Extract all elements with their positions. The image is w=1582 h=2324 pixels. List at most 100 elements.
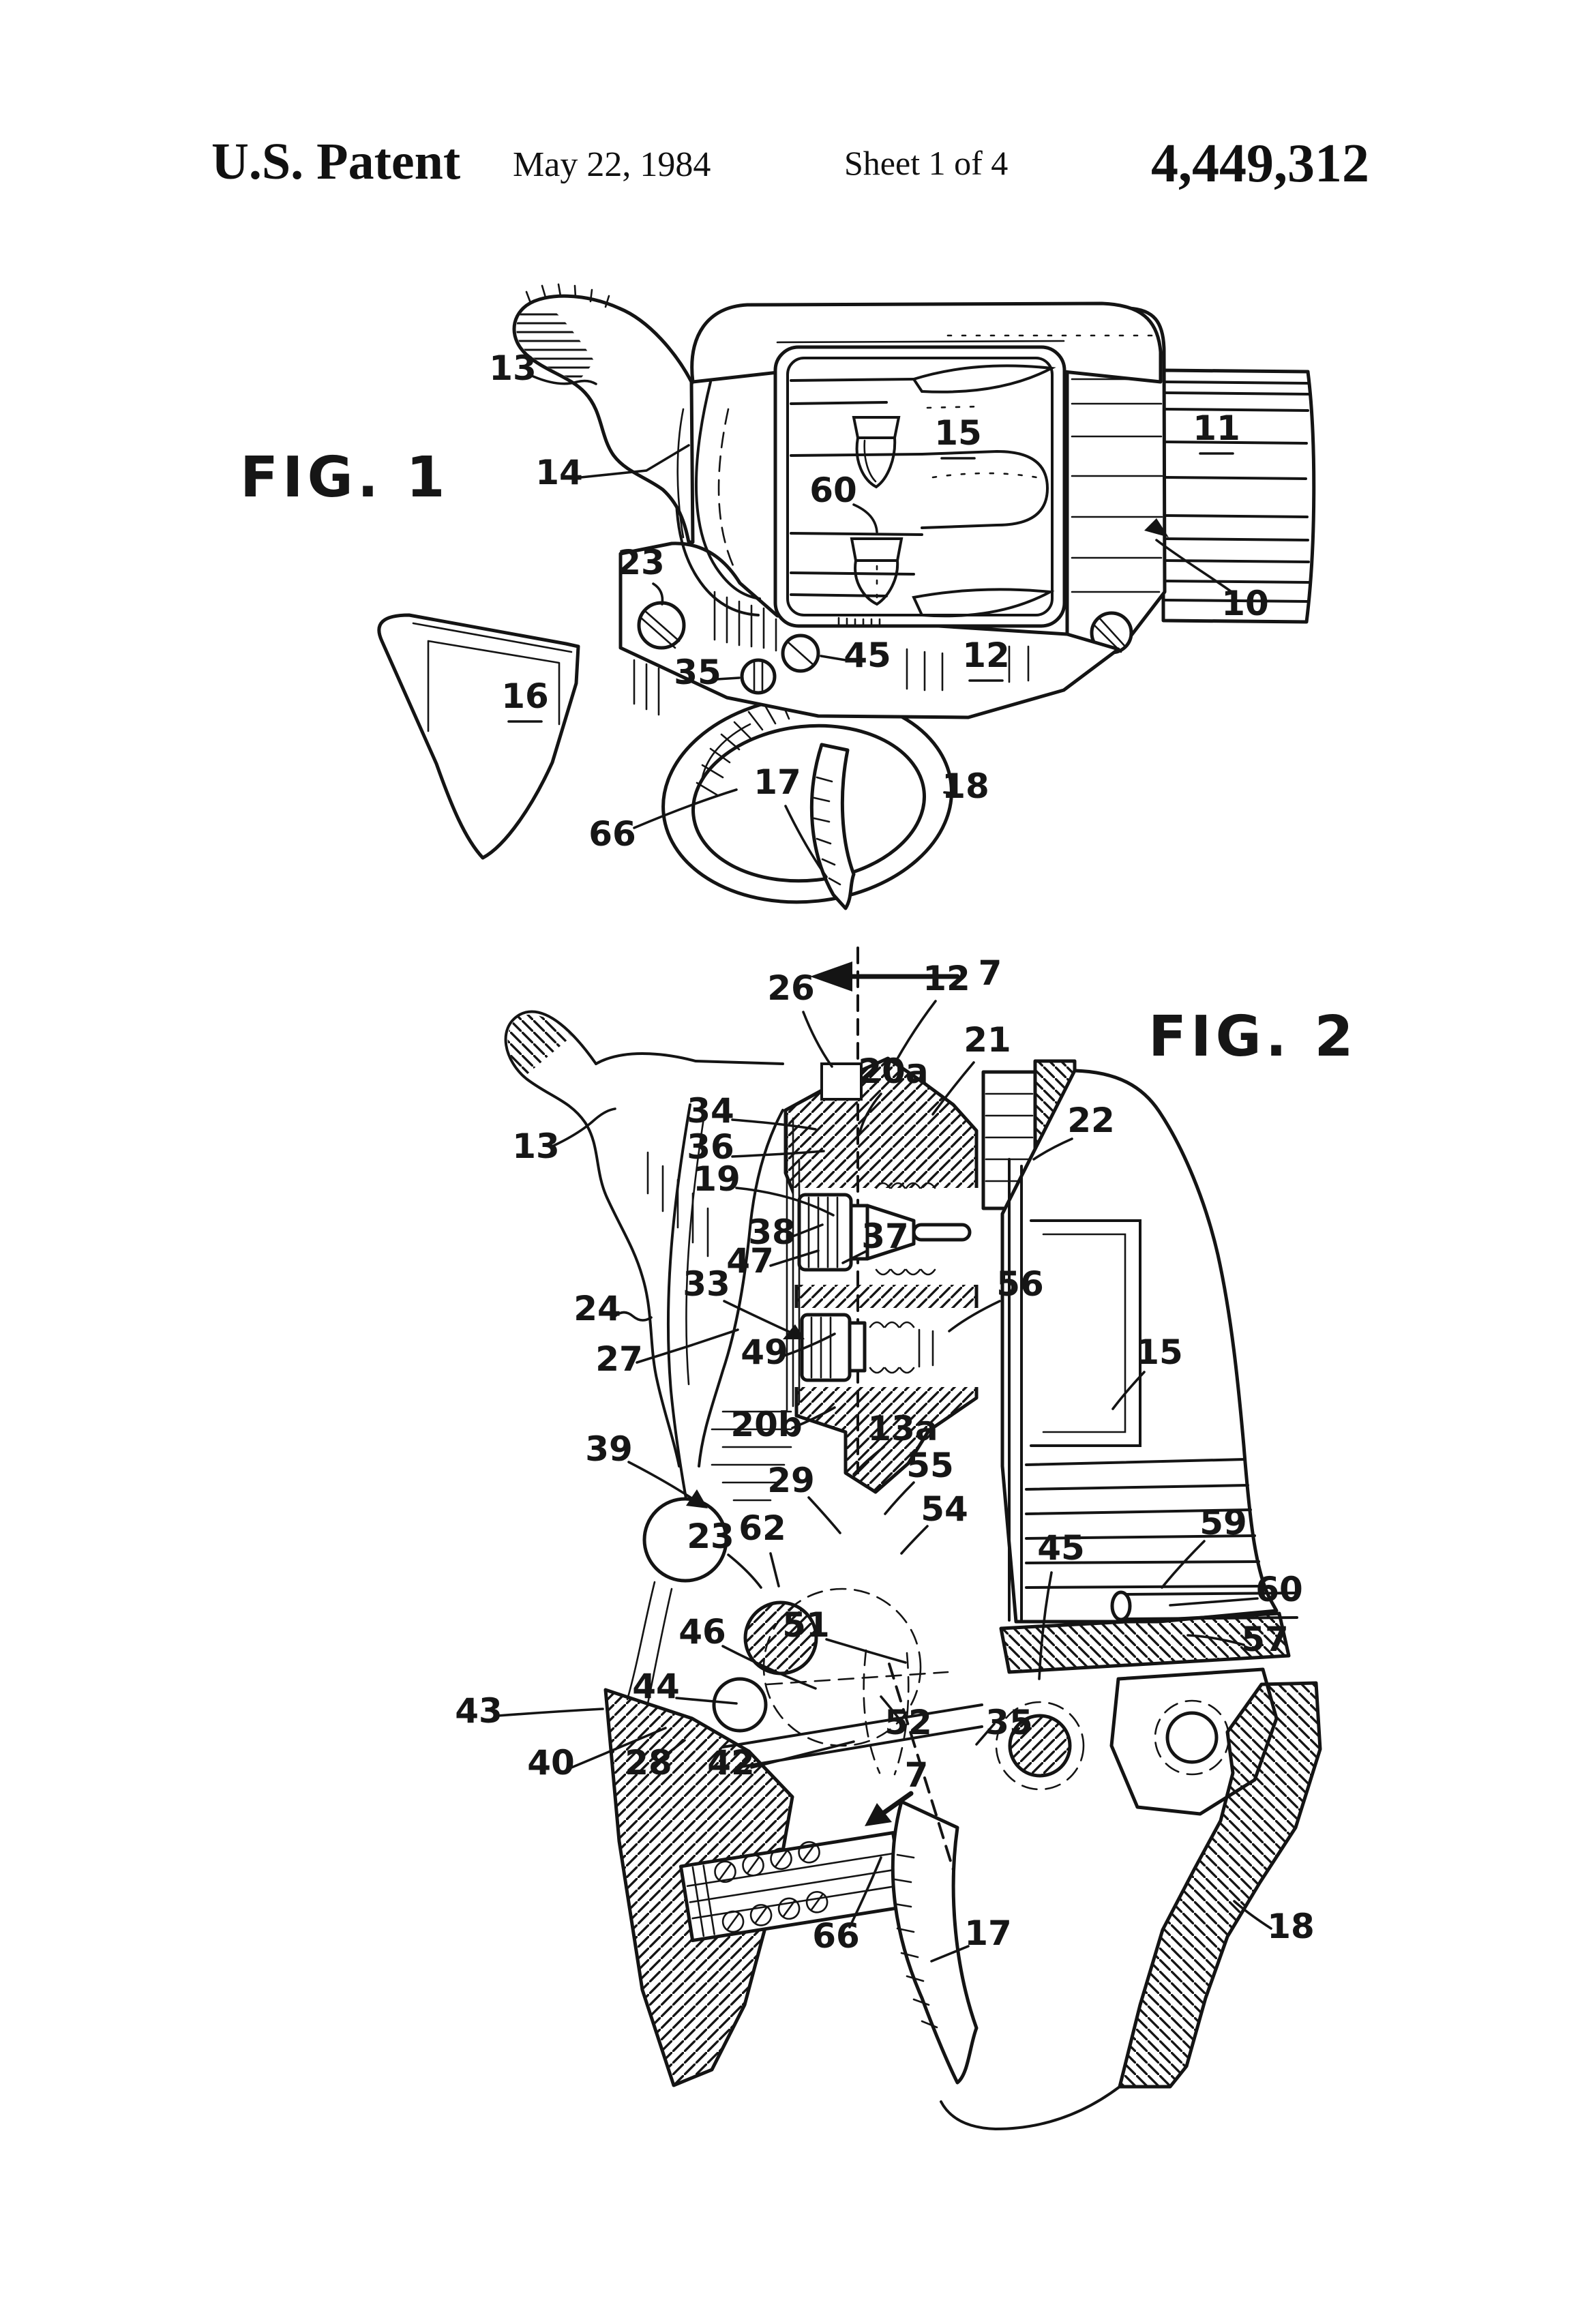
fig1-label-18: 18 <box>942 766 989 806</box>
fig2-spring-lower <box>875 1268 936 1276</box>
fig2-label-34: 34 <box>687 1091 734 1131</box>
fig1-label-15: 15 <box>934 413 982 453</box>
fig1-hammer-hatch <box>516 307 595 383</box>
fig1-label-60: 60 <box>809 471 857 510</box>
fig2-label-66: 66 <box>812 1916 860 1956</box>
fig2-label-27: 27 <box>595 1339 643 1379</box>
fig1-label-66: 66 <box>588 814 636 854</box>
fig2-label-17: 17 <box>964 1913 1012 1953</box>
fig2-plunger <box>800 1313 934 1382</box>
fig2-label-44: 44 <box>632 1667 680 1706</box>
fig1-label-17: 17 <box>753 762 801 802</box>
fig2-breech-block <box>711 1056 981 1502</box>
fig2-label-59: 59 <box>1199 1503 1247 1543</box>
fig2-label-57: 57 <box>1241 1620 1289 1659</box>
fig2-label-13: 13 <box>512 1127 560 1166</box>
fig2-label-56: 56 <box>996 1264 1044 1304</box>
fig2-label-36: 36 <box>687 1127 734 1167</box>
figure-1-drawing: FIG. 1 13 14 15 60 11 23 10 45 35 16 <box>240 283 1316 910</box>
fig2-label-20b: 20b <box>730 1405 802 1444</box>
fig1-cartridge-2 <box>850 537 904 606</box>
fig1-trigger <box>809 743 856 910</box>
fig2-label-42: 42 <box>707 1743 755 1783</box>
fig2-guard-bow <box>940 2085 1121 2131</box>
fig2-label-18: 18 <box>1267 1907 1315 1946</box>
fig2-screw-45 <box>1008 1714 1072 1778</box>
fig2-label-55: 55 <box>906 1446 954 1485</box>
fig1-frame-lower <box>618 541 1120 719</box>
fig1-shading <box>633 591 1030 716</box>
fig1-grip <box>377 613 580 860</box>
fig1-label-16: 16 <box>501 676 549 716</box>
fig1-label-11: 11 <box>1193 408 1240 448</box>
fig2-label-22: 22 <box>1067 1101 1115 1140</box>
fig2-label-39: 39 <box>585 1429 633 1469</box>
fig2-label-62: 62 <box>738 1508 786 1548</box>
fig1-barrel <box>1161 368 1316 624</box>
fig2-label-54: 54 <box>921 1489 968 1529</box>
fig1-cartridge-1 <box>852 416 901 489</box>
fig1-label-14: 14 <box>535 453 583 492</box>
fig2-caption: FIG. 2 <box>1148 1004 1358 1069</box>
fig2-labels: 7 26 12 21 20a 34 36 19 22 13 38 47 <box>455 953 1315 1963</box>
fig1-label-10: 10 <box>1221 584 1269 623</box>
fig2-section-arrow-bottom <box>865 1663 955 1871</box>
fig2-label-13a: 13a <box>867 1409 938 1448</box>
fig2-label-37: 37 <box>861 1217 909 1256</box>
fig1-caption: FIG. 1 <box>240 445 449 510</box>
fig2-label-49: 49 <box>741 1332 788 1372</box>
patent-number: 4,449,312 <box>1151 134 1369 194</box>
fig1-label-12: 12 <box>962 636 1010 675</box>
fig1-flute-bottom <box>912 588 1055 618</box>
fig2-label-35: 35 <box>985 1703 1033 1742</box>
fig1-hammer <box>512 283 695 544</box>
fig2-label-47: 47 <box>726 1241 774 1281</box>
fig1-flute-mid <box>921 449 1049 529</box>
fig2-hammer-hatch <box>507 1014 571 1076</box>
fig1-cylinder-serration <box>837 616 881 628</box>
figure-2-drawing: FIG. 2 7 26 12 21 20a 34 36 19 22 13 38 <box>455 947 1358 2131</box>
fig1-trigger-guard <box>661 694 953 910</box>
fig2-label-45: 45 <box>1037 1528 1085 1568</box>
fig2-label-19: 19 <box>693 1159 741 1199</box>
fig2-mainspring <box>678 1831 931 1943</box>
fig2-label-28: 28 <box>625 1743 672 1783</box>
fig1-labels: 13 14 15 60 11 23 10 45 35 16 12 17 <box>489 348 1269 878</box>
fig2-cylinder-15 <box>999 1069 1291 1674</box>
fig2-label-60: 60 <box>1255 1570 1303 1609</box>
fig1-flute-top <box>911 364 1056 393</box>
fig2-label-46: 46 <box>678 1612 726 1652</box>
fig2-spring-upper <box>875 1182 936 1189</box>
fig2-firing-pin <box>797 1182 972 1276</box>
fig2-label-26: 26 <box>767 968 815 1008</box>
fig2-trigger <box>891 1800 979 2085</box>
fig1-label-13: 13 <box>489 348 537 388</box>
patent-date: May 22, 1984 <box>513 145 711 184</box>
fig1-guard-serrations <box>696 698 790 796</box>
fig2-spring-coils <box>714 1841 829 1933</box>
fig2-label-7-bottom: 7 <box>905 1755 929 1795</box>
fig2-label-21: 21 <box>964 1020 1011 1060</box>
fig2-label-52: 52 <box>884 1703 932 1742</box>
fig2-label-38: 38 <box>748 1212 796 1252</box>
fig2-pivot-44 <box>712 1677 768 1733</box>
fig2-label-15: 15 <box>1135 1332 1183 1372</box>
fig2-label-24: 24 <box>573 1289 621 1328</box>
fig2-notch-26 <box>820 1062 863 1101</box>
fig2-section-arrow-top <box>810 947 960 1073</box>
fig2-label-20a: 20a <box>858 1052 928 1091</box>
fig2-label-33: 33 <box>683 1264 730 1304</box>
fig2-label-29: 29 <box>767 1461 815 1500</box>
fig2-label-23: 23 <box>687 1517 734 1556</box>
patent-title: U.S. Patent <box>211 133 460 190</box>
fig2-label-7-top: 7 <box>979 953 1002 993</box>
fig1-label-23: 23 <box>617 543 665 582</box>
fig2-hammer <box>504 1010 784 1468</box>
fig2-lower-mechanism <box>626 1497 983 1776</box>
fig2-label-51: 51 <box>782 1605 830 1645</box>
fig2-label-12: 12 <box>923 959 970 998</box>
fig1-label-45: 45 <box>844 636 891 675</box>
fig1-label-35: 35 <box>674 653 721 692</box>
